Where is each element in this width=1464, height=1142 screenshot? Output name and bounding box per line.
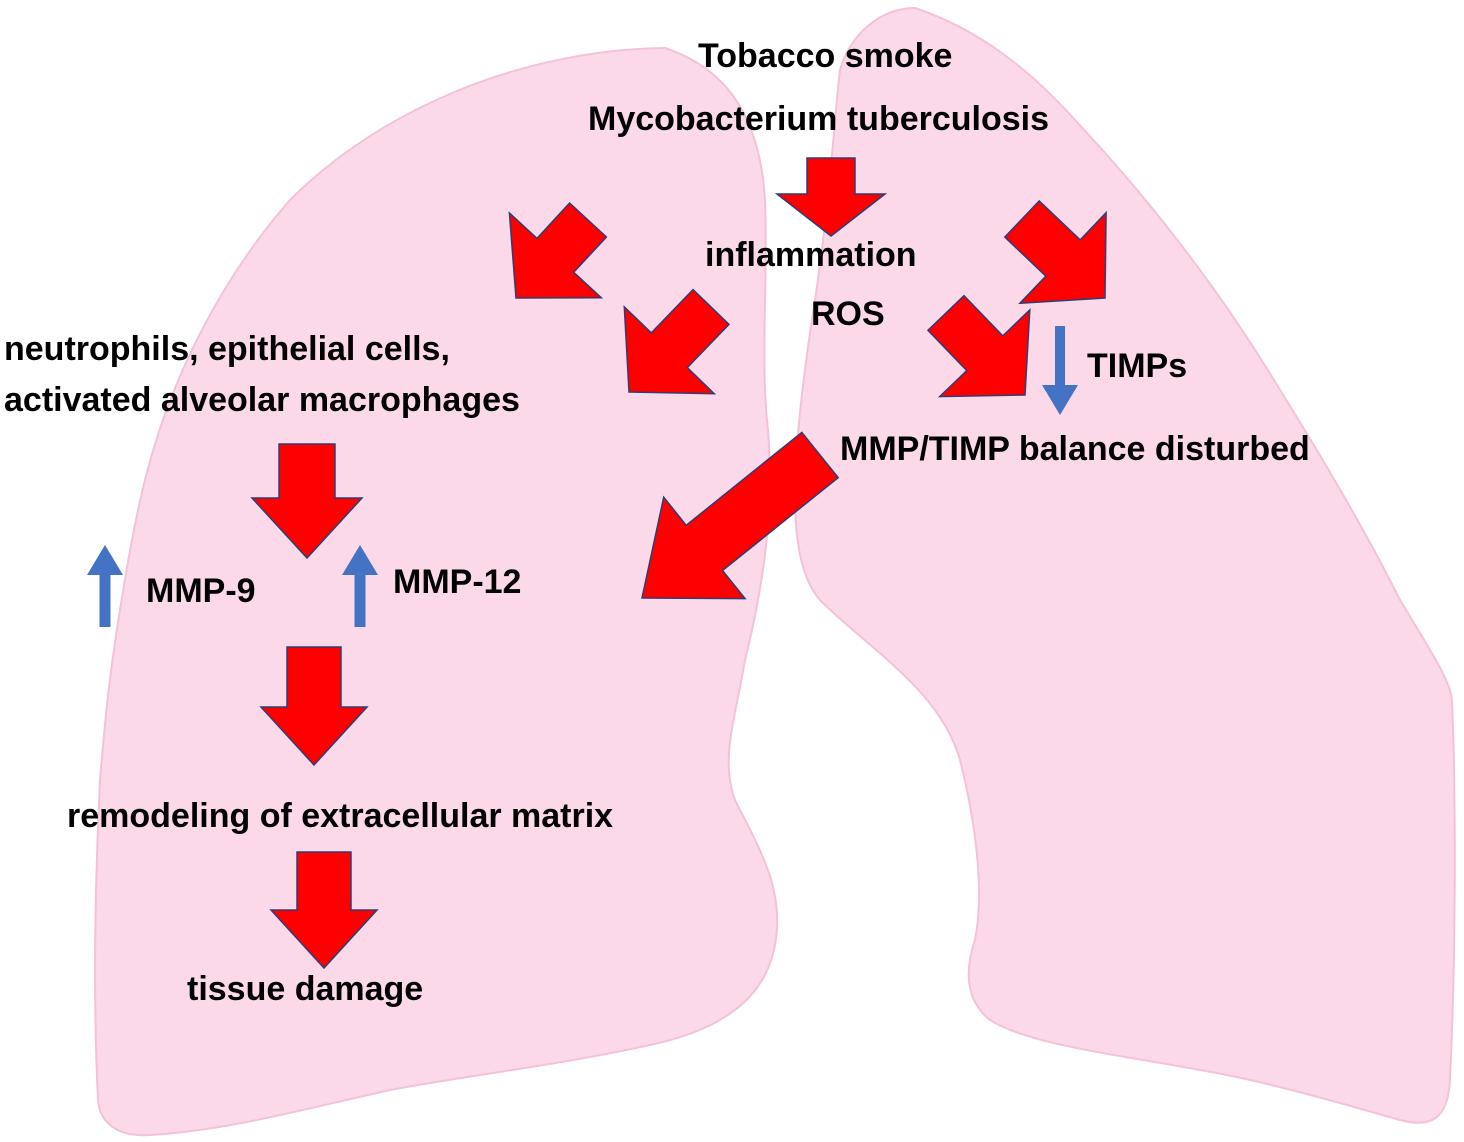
mycobacterium-label: Mycobacterium tuberculosis: [588, 100, 1050, 138]
blue-arrows: [87, 326, 1078, 627]
right-lung-shape: [794, 6, 1456, 1124]
arrow-to-inflammation: [774, 157, 888, 237]
arrow-ros-to-balance: [926, 294, 1031, 398]
arrow-to-cells-upper: [508, 201, 608, 299]
cells-label-line2: activated alveolar macrophages: [4, 381, 520, 419]
mmp9-increase-arrow: [87, 545, 123, 627]
arrow-cells-to-mmp: [250, 443, 364, 560]
arrow-to-cells-lower: [623, 288, 731, 395]
mmp12-increase-arrow: [342, 545, 378, 627]
cells-label-line1: neutrophils, epithelial cells,: [4, 330, 450, 368]
tissue-damage-label: tissue damage: [187, 970, 424, 1008]
balance-label: MMP/TIMP balance disturbed: [840, 430, 1310, 468]
arrow-mmp-to-remodeling: [259, 646, 369, 767]
timps-label: TIMPs: [1087, 347, 1188, 385]
inflammation-label: inflammation: [705, 236, 917, 274]
arrow-balance-to-mmp12: [641, 431, 840, 600]
timps-decrease-arrow: [1042, 326, 1078, 415]
mmp12-label: MMP-12: [393, 563, 522, 601]
ros-label: ROS: [811, 295, 885, 333]
tobacco-smoke-label: Tobacco smoke: [698, 37, 953, 75]
remodeling-label: remodeling of extracellular matrix: [67, 797, 614, 835]
arrow-remodeling-to-damage: [269, 851, 379, 970]
mmp9-label: MMP-9: [146, 572, 256, 610]
red-arrows: [250, 157, 1107, 970]
arrow-to-timp-column: [1003, 199, 1107, 305]
